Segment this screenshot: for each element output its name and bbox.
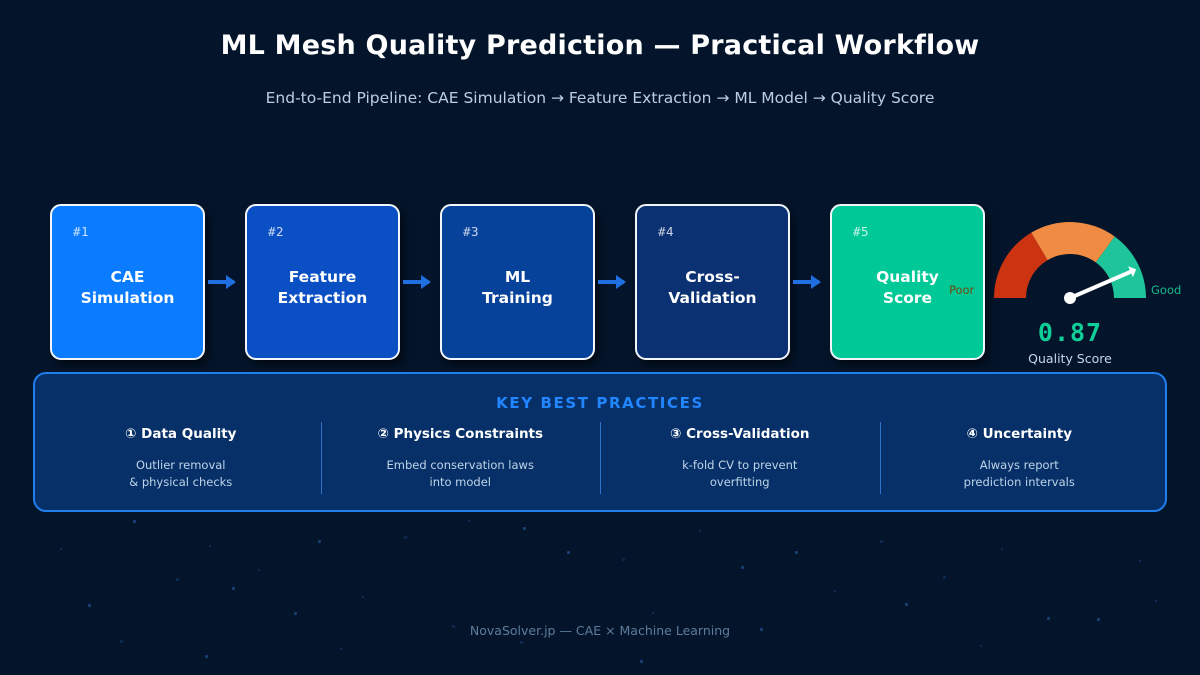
particle-dot	[133, 520, 136, 523]
pipeline-arrow-3	[598, 275, 626, 289]
particle-dot	[1139, 560, 1141, 562]
particle-dot	[232, 587, 235, 590]
practice-title: ② Physics Constraints	[377, 426, 544, 442]
page-subtitle: End-to-End Pipeline: CAE Simulation → Fe…	[265, 89, 935, 108]
particle-dot	[318, 540, 321, 543]
gauge-max-label: Good	[1151, 283, 1182, 297]
pipeline-arrow-2	[403, 275, 431, 289]
gauge-needle-hub	[1064, 292, 1076, 304]
page-title: ML Mesh Quality Prediction — Practical W…	[220, 30, 980, 61]
pipeline-arrow-1	[208, 275, 236, 289]
particle-dot	[88, 604, 91, 607]
stage-number: #5	[853, 224, 870, 239]
practice-title: ① Data Quality	[125, 426, 237, 442]
particle-dot	[943, 576, 946, 579]
quality-gauge: 0.87 Quality Score	[985, 222, 1155, 366]
particle-dot	[795, 551, 798, 554]
stage-number: #1	[73, 224, 90, 239]
footer: NovaSolver.jp — CAE × Machine Learning	[469, 623, 731, 638]
particle-dot	[468, 520, 470, 522]
particle-dot	[520, 641, 523, 644]
stage-number: #2	[268, 224, 285, 239]
particle-dot	[880, 540, 883, 543]
gauge-caption: Quality Score	[1028, 351, 1112, 366]
particle-dot	[905, 603, 908, 606]
gauge-arc	[994, 222, 1146, 304]
particle-dot	[741, 566, 744, 569]
particle-dot	[362, 596, 364, 598]
gauge-min-label: Poor	[949, 283, 975, 297]
particle-dot	[1047, 617, 1050, 620]
particle-dot	[294, 612, 297, 615]
particle-dot	[1001, 548, 1003, 550]
pipeline-arrow-4	[793, 275, 821, 289]
panel-title: KEY BEST PRACTICES	[496, 394, 704, 412]
particle-dot	[205, 655, 208, 658]
particle-dot	[1097, 618, 1100, 621]
practice-description: Outlier removal& physical checks	[129, 458, 233, 489]
particle-dot	[258, 569, 260, 571]
gauge-segment-poor	[994, 232, 1048, 298]
header: ML Mesh Quality Prediction — Practical W…	[0, 30, 1200, 107]
particle-dot	[404, 536, 407, 539]
particle-dot	[60, 548, 62, 550]
particle-dot	[209, 545, 211, 547]
particle-dot	[176, 578, 179, 581]
gauge-segment-good	[1095, 236, 1146, 298]
stage-label: Cross-Validation	[668, 268, 757, 307]
practice-title: ③ Cross-Validation	[670, 426, 810, 442]
particle-dot	[340, 648, 342, 650]
gauge-segment-fair	[1031, 222, 1115, 263]
particle-dot	[523, 527, 526, 530]
particle-dot	[652, 612, 654, 614]
gauge-needle-line	[1068, 269, 1133, 300]
stage-number: #3	[463, 224, 480, 239]
particle-dot	[834, 590, 836, 592]
particle-dot	[640, 660, 643, 663]
particle-dot	[980, 645, 982, 647]
particle-dot	[622, 558, 625, 561]
particle-dot	[1155, 600, 1157, 602]
particle-dot	[567, 551, 570, 554]
practice-title: ④ Uncertainty	[966, 426, 1073, 442]
stage-number: #4	[658, 224, 675, 239]
gauge-value: 0.87	[1037, 318, 1103, 347]
particle-dot	[699, 530, 701, 532]
particle-dot	[120, 640, 123, 643]
gauge-needle-head	[1128, 266, 1137, 278]
